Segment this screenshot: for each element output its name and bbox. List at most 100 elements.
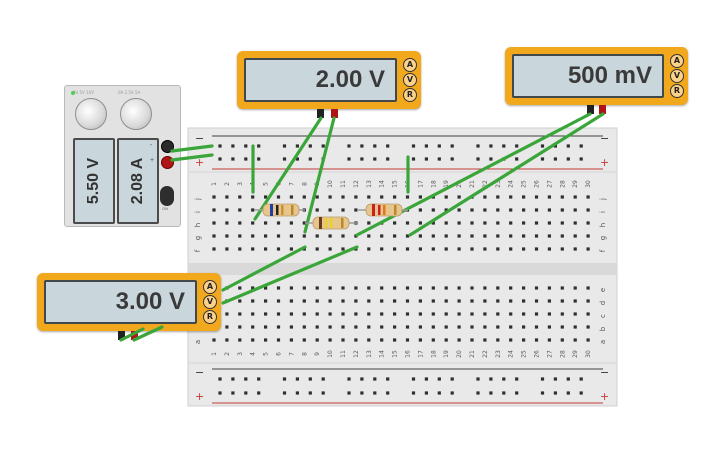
terminal-hole[interactable] bbox=[264, 312, 268, 316]
mode-volts-button[interactable]: V bbox=[670, 69, 684, 83]
terminal-hole[interactable] bbox=[431, 299, 435, 303]
terminal-hole[interactable] bbox=[367, 325, 371, 329]
terminal-hole[interactable] bbox=[251, 325, 255, 329]
rail-hole[interactable] bbox=[579, 377, 583, 381]
terminal-hole[interactable] bbox=[276, 195, 281, 199]
terminal-hole[interactable] bbox=[522, 221, 526, 225]
terminal-hole[interactable] bbox=[483, 338, 487, 342]
terminal-hole[interactable] bbox=[212, 338, 216, 342]
terminal-hole[interactable] bbox=[547, 247, 551, 251]
terminal-hole[interactable] bbox=[418, 338, 422, 342]
terminal-hole[interactable] bbox=[302, 312, 306, 316]
rail-hole[interactable] bbox=[489, 391, 493, 395]
rail-hole[interactable] bbox=[386, 157, 390, 161]
terminal-hole[interactable] bbox=[302, 325, 306, 329]
rail-hole[interactable] bbox=[282, 391, 287, 395]
terminal-hole[interactable] bbox=[264, 286, 268, 290]
rail-hole[interactable] bbox=[476, 144, 480, 148]
voltage-knob[interactable] bbox=[75, 98, 107, 130]
terminal-hole[interactable] bbox=[457, 208, 461, 212]
terminal-hole[interactable] bbox=[457, 247, 461, 251]
multimeter-bottom-left[interactable]: 3.00 V A V R bbox=[37, 273, 221, 331]
rail-hole[interactable] bbox=[373, 377, 377, 381]
terminal-hole[interactable] bbox=[276, 338, 281, 342]
terminal-hole[interactable] bbox=[212, 221, 216, 225]
terminal-hole[interactable] bbox=[418, 208, 422, 212]
rail-hole[interactable] bbox=[373, 391, 377, 395]
rail-hole[interactable] bbox=[566, 157, 570, 161]
terminal-hole[interactable] bbox=[418, 221, 422, 225]
terminal-hole[interactable] bbox=[560, 338, 564, 342]
terminal-hole[interactable] bbox=[522, 208, 526, 212]
terminal-hole[interactable] bbox=[341, 247, 345, 251]
rail-hole[interactable] bbox=[360, 157, 364, 161]
rail-hole[interactable] bbox=[566, 144, 570, 148]
terminal-hole[interactable] bbox=[522, 234, 526, 238]
rail-hole[interactable] bbox=[411, 391, 416, 395]
terminal-hole[interactable] bbox=[367, 247, 371, 251]
terminal-hole[interactable] bbox=[276, 208, 281, 212]
terminal-hole[interactable] bbox=[341, 325, 345, 329]
terminal-hole[interactable] bbox=[225, 221, 229, 225]
terminal-hole[interactable] bbox=[315, 234, 319, 238]
terminal-hole[interactable] bbox=[405, 299, 410, 303]
terminal-hole[interactable] bbox=[225, 286, 229, 290]
terminal-hole[interactable] bbox=[457, 221, 461, 225]
terminal-hole[interactable] bbox=[444, 312, 448, 316]
rail-hole[interactable] bbox=[424, 144, 428, 148]
rail-hole[interactable] bbox=[502, 377, 506, 381]
terminal-hole[interactable] bbox=[354, 195, 358, 199]
terminal-hole[interactable] bbox=[405, 221, 410, 225]
rail-hole[interactable] bbox=[282, 157, 287, 161]
terminal-hole[interactable] bbox=[573, 286, 577, 290]
terminal-hole[interactable] bbox=[238, 234, 242, 238]
rail-hole[interactable] bbox=[515, 391, 519, 395]
rail-hole[interactable] bbox=[437, 157, 441, 161]
terminal-hole[interactable] bbox=[444, 286, 448, 290]
rail-hole[interactable] bbox=[437, 144, 441, 148]
terminal-hole[interactable] bbox=[251, 286, 255, 290]
rail-hole[interactable] bbox=[257, 391, 261, 395]
terminal-hole[interactable] bbox=[586, 325, 590, 329]
rail-hole[interactable] bbox=[282, 144, 287, 148]
terminal-hole[interactable] bbox=[483, 299, 487, 303]
terminal-hole[interactable] bbox=[470, 234, 474, 238]
terminal-hole[interactable] bbox=[560, 234, 564, 238]
terminal-hole[interactable] bbox=[393, 208, 397, 212]
rail-hole[interactable] bbox=[308, 157, 312, 161]
terminal-hole[interactable] bbox=[509, 221, 513, 225]
terminal-hole[interactable] bbox=[393, 195, 397, 199]
terminal-hole[interactable] bbox=[509, 247, 513, 251]
terminal-hole[interactable] bbox=[457, 325, 461, 329]
terminal-hole[interactable] bbox=[496, 234, 500, 238]
terminal-hole[interactable] bbox=[367, 234, 371, 238]
rail-hole[interactable] bbox=[373, 157, 377, 161]
terminal-hole[interactable] bbox=[328, 221, 332, 225]
terminal-hole[interactable] bbox=[315, 208, 319, 212]
terminal-hole[interactable] bbox=[573, 208, 577, 212]
rail-hole[interactable] bbox=[553, 377, 557, 381]
terminal-hole[interactable] bbox=[431, 221, 435, 225]
rail-hole[interactable] bbox=[437, 377, 441, 381]
terminal-hole[interactable] bbox=[431, 312, 435, 316]
terminal-hole[interactable] bbox=[496, 247, 500, 251]
terminal-hole[interactable] bbox=[393, 221, 397, 225]
rail-hole[interactable] bbox=[360, 377, 364, 381]
terminal-hole[interactable] bbox=[276, 221, 281, 225]
rail-hole[interactable] bbox=[553, 144, 557, 148]
terminal-hole[interactable] bbox=[289, 208, 293, 212]
terminal-hole[interactable] bbox=[289, 286, 293, 290]
terminal-hole[interactable] bbox=[496, 299, 500, 303]
rail-hole[interactable] bbox=[450, 144, 454, 148]
rail-hole[interactable] bbox=[231, 144, 235, 148]
terminal-hole[interactable] bbox=[534, 234, 539, 238]
terminal-hole[interactable] bbox=[547, 221, 551, 225]
terminal-hole[interactable] bbox=[328, 234, 332, 238]
rail-hole[interactable] bbox=[540, 144, 545, 148]
positive-terminal[interactable] bbox=[161, 156, 174, 169]
terminal-hole[interactable] bbox=[354, 338, 358, 342]
rail-hole[interactable] bbox=[308, 391, 312, 395]
terminal-hole[interactable] bbox=[354, 312, 358, 316]
rail-hole[interactable] bbox=[502, 157, 506, 161]
mode-amps-button[interactable]: A bbox=[203, 280, 217, 294]
